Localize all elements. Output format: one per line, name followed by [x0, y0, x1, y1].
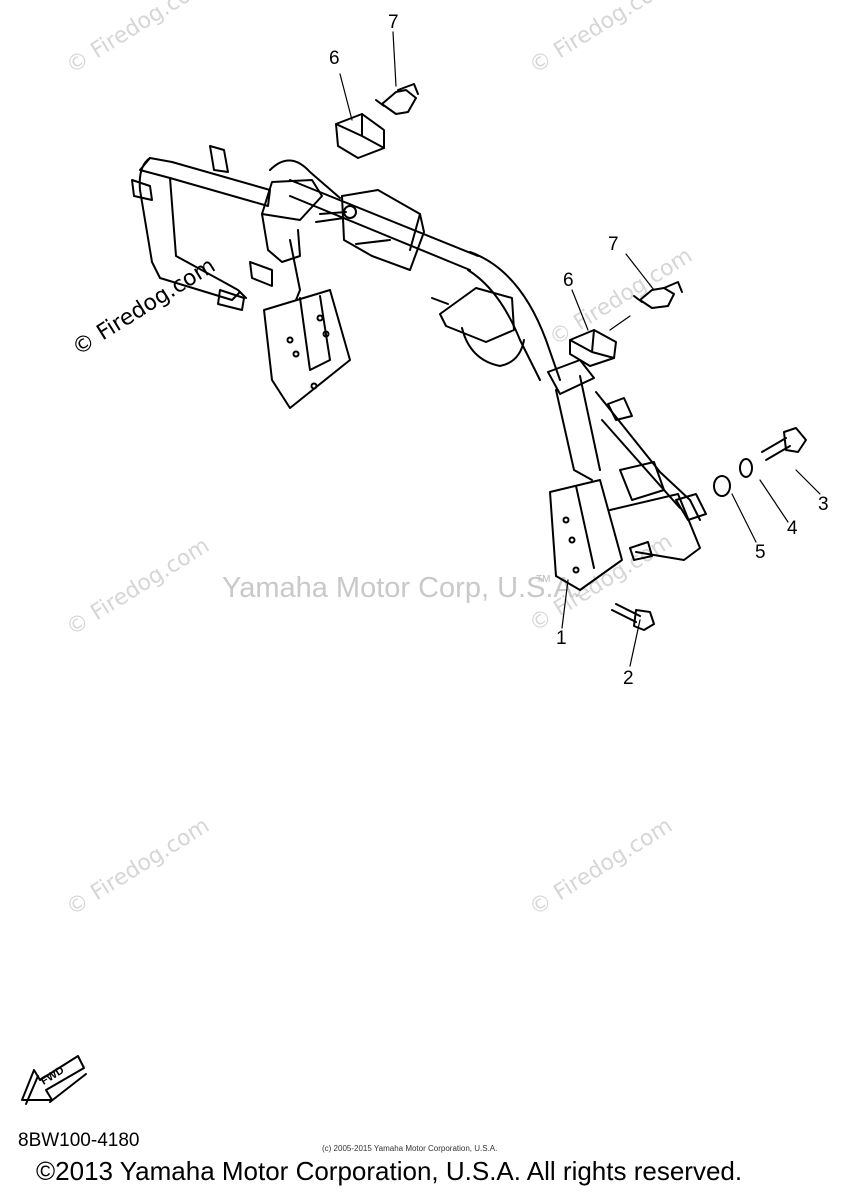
- small-copyright: (c) 2005-2015 Yamaha Motor Corporation, …: [322, 1144, 498, 1153]
- right-upper-mount: [431, 287, 525, 367]
- trademark-mark: TM: [536, 574, 551, 585]
- callout-7-upper: 7: [388, 12, 399, 33]
- bolt-2: [611, 603, 655, 631]
- callout-6-upper: 6: [329, 48, 340, 69]
- damper-block-upper: [335, 113, 385, 159]
- center-clamp: [315, 189, 425, 271]
- callout-5: 5: [755, 542, 766, 563]
- left-bracket-plate: [249, 179, 351, 409]
- leader-lines: [339, 31, 821, 667]
- left-frame: [131, 145, 271, 311]
- callout-1: 1: [556, 628, 567, 649]
- copyright-notice: ©2013 Yamaha Motor Corporation, U.S.A. A…: [36, 1156, 743, 1186]
- push-rivet-right: [633, 281, 683, 309]
- callout-3: 3: [818, 494, 829, 515]
- damper-block-right: [569, 329, 617, 367]
- right-lower-frame: [547, 359, 707, 591]
- washer-5: [713, 475, 731, 497]
- bolt-3: [761, 427, 807, 461]
- callout-2: 2: [623, 668, 634, 689]
- lock-washer-4: [739, 458, 753, 478]
- fwd-arrow-icon: [21, 1055, 87, 1105]
- callout-6-right: 6: [563, 270, 574, 291]
- callout-7-right: 7: [608, 234, 619, 255]
- callout-4: 4: [787, 518, 798, 539]
- brand-watermark: Yamaha Motor Corp, U.S.A.: [222, 572, 581, 604]
- diagram-code: 8BW100-4180: [18, 1130, 140, 1151]
- cross-tube: [269, 159, 561, 381]
- push-rivet-upper: [375, 83, 419, 115]
